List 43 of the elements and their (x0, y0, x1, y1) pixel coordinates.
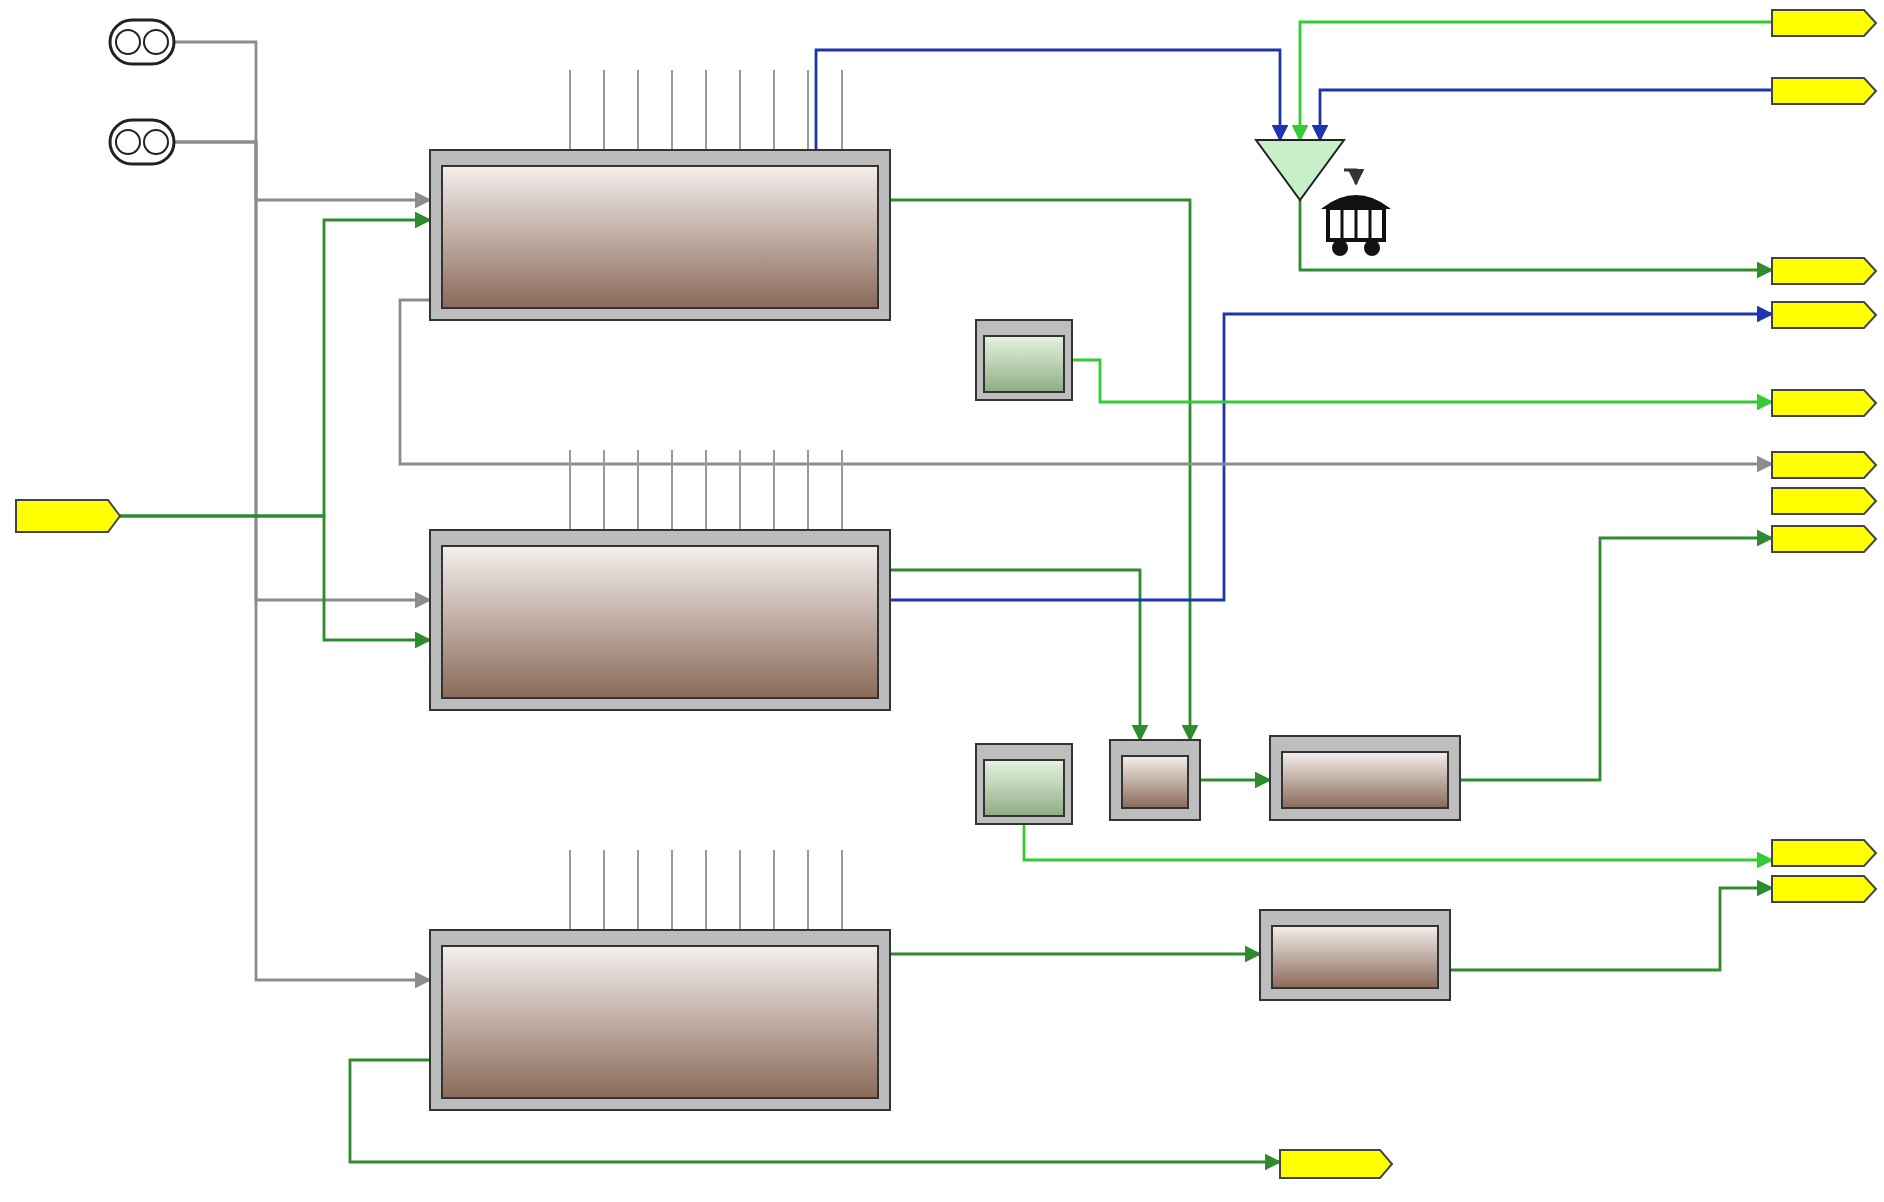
pipe-arrow (1072, 358, 1774, 411)
off-page-connector (1771, 451, 1878, 479)
pipe-arrow (890, 305, 1774, 602)
off-page-connector (1771, 525, 1878, 553)
pipe-arrow (398, 298, 1774, 473)
off-page-connector (1771, 487, 1878, 515)
pipe-arrow (1311, 88, 1772, 142)
dosing-tank (975, 319, 1073, 401)
off-page-connector (1771, 9, 1878, 37)
pipe-arrow (1450, 879, 1774, 972)
off-page-connector (1279, 1149, 1394, 1179)
basin-tank (1109, 739, 1201, 821)
pipe-arrow (1344, 168, 1365, 186)
pipe-arrow (174, 140, 432, 989)
basin-tank (1269, 735, 1461, 821)
pipe-arrow (1298, 200, 1774, 279)
pipe-arrow (890, 198, 1199, 742)
basin-tank (429, 149, 891, 321)
blower-symbol (108, 18, 176, 66)
pipe-arrow (1460, 529, 1774, 782)
sludge-container-drawing (1323, 195, 1389, 256)
blower-symbol (108, 118, 176, 166)
dosing-tank (975, 743, 1073, 825)
off-page-connector (1771, 389, 1878, 417)
off-page-connector (1771, 77, 1878, 105)
basin-tank (429, 929, 891, 1111)
off-page-connector (1771, 301, 1878, 329)
pipe-arrow (348, 1058, 1282, 1171)
pipe-arrow (814, 48, 1289, 150)
pipe-arrow (890, 568, 1149, 742)
pipe-arrow (174, 40, 432, 209)
off-page-connector (1771, 257, 1878, 285)
pipe-arrow (1022, 824, 1774, 869)
pipe-arrow (1200, 771, 1272, 789)
off-page-connector (15, 499, 122, 533)
basin-tank (1259, 909, 1451, 1001)
screen-hopper (1254, 139, 1346, 202)
off-page-connector (1771, 875, 1878, 903)
basin-tank (429, 529, 891, 711)
off-page-connector (1771, 839, 1878, 867)
pipe-arrow (120, 514, 432, 649)
pipe-arrow (1291, 20, 1772, 142)
pipe-arrow (890, 945, 1262, 963)
